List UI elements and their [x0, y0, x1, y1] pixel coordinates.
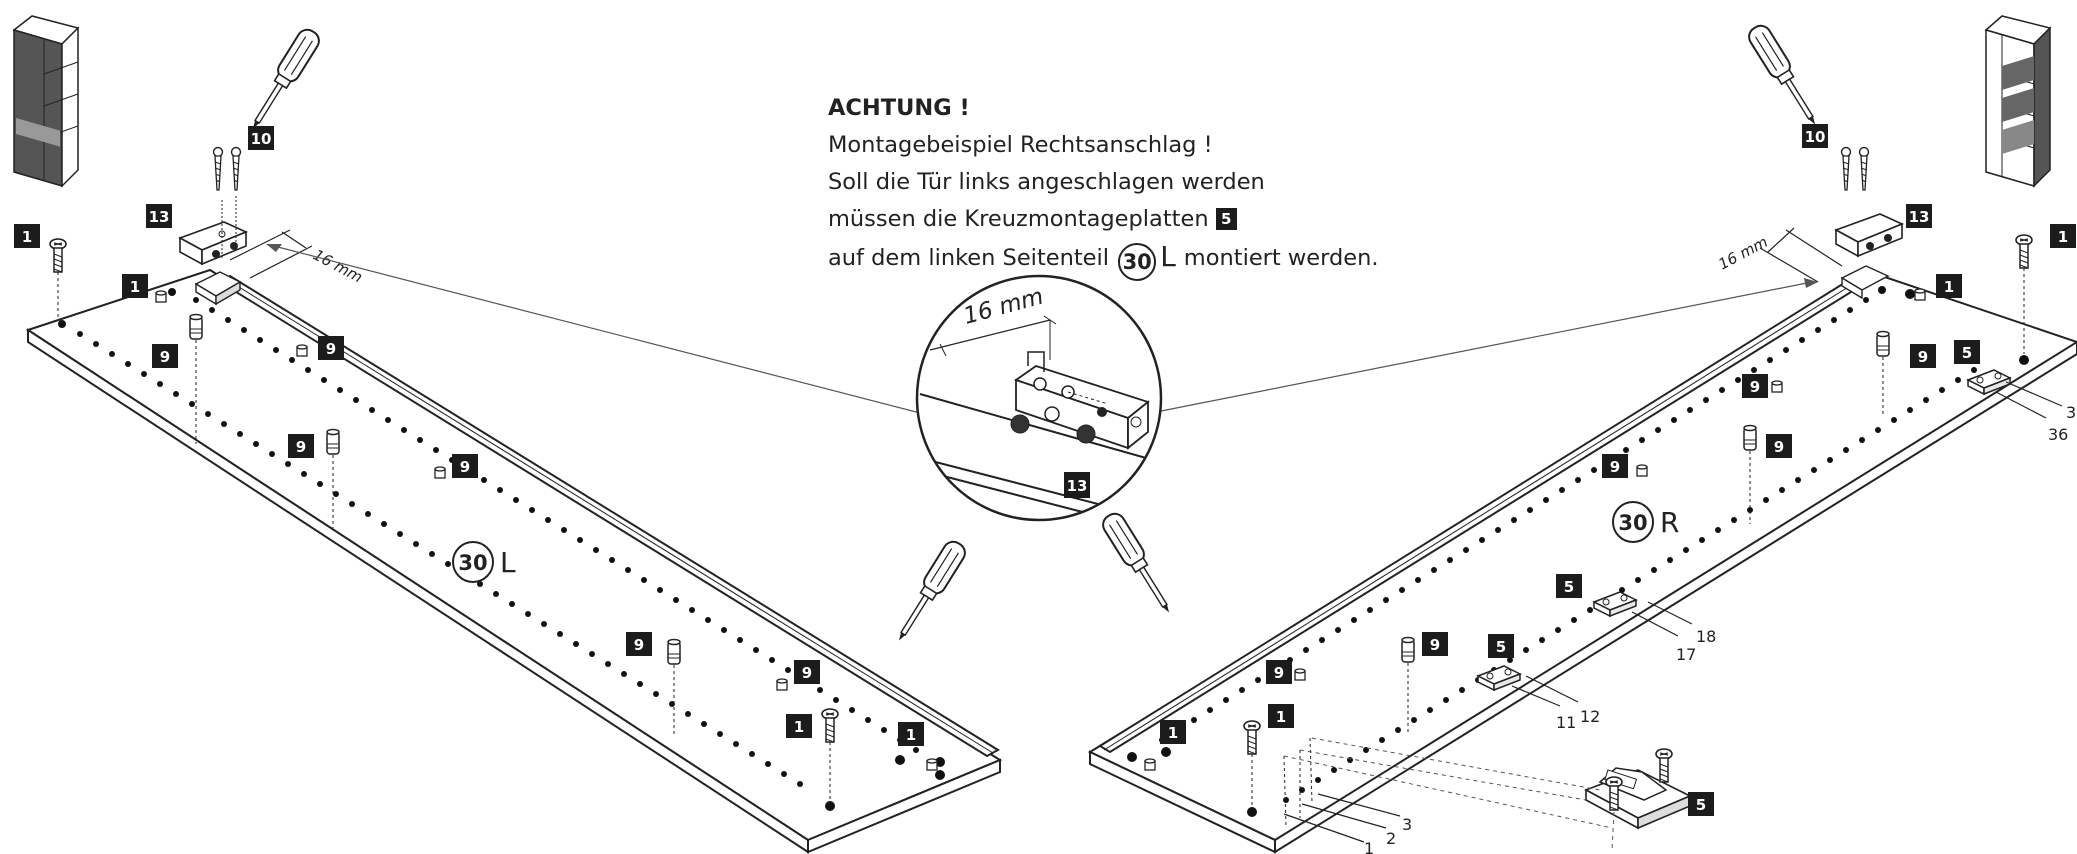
cabinet-icon-right — [1984, 15, 2052, 188]
svg-text:9: 9 — [802, 664, 812, 682]
detail-callout: 16 mm 13 — [266, 244, 1818, 522]
exploded-hinge — [1283, 737, 1692, 851]
note-line-2: Soll die Tür links angeschlagen werden — [828, 169, 1265, 195]
svg-text:1: 1 — [1364, 839, 1374, 854]
svg-text:9: 9 — [1774, 438, 1784, 456]
svg-text:9: 9 — [326, 340, 336, 358]
svg-text:1: 1 — [1276, 708, 1286, 726]
svg-text:9: 9 — [1430, 636, 1440, 654]
hole-number-labels: 1 2 3 11 12 17 18 36 3 — [1283, 381, 2076, 854]
svg-text:1: 1 — [794, 718, 804, 736]
svg-text:30: 30 — [1618, 511, 1647, 535]
svg-text:13: 13 — [1909, 208, 1930, 226]
svg-text:9: 9 — [1750, 378, 1760, 396]
svg-text:36: 36 — [2048, 425, 2068, 444]
svg-text:1: 1 — [1168, 724, 1178, 742]
cabinet-icon-left — [12, 15, 80, 188]
note-part-circle: 30 — [1118, 243, 1157, 281]
left-dimension-label: 16 mm — [310, 246, 365, 287]
note-line-4-pre: auf dem linken Seitenteil — [828, 245, 1110, 271]
svg-text:1: 1 — [906, 726, 916, 744]
svg-text:2: 2 — [1386, 829, 1396, 848]
note-title: ACHTUNG ! — [828, 95, 970, 121]
note-line-4-post: montiert werden. — [1183, 245, 1379, 271]
right-side-panel: 16 mm — [1087, 15, 2077, 854]
left-side-panel: 16 mm — [12, 15, 1003, 854]
svg-text:10: 10 — [251, 130, 272, 148]
svg-text:5: 5 — [1564, 578, 1574, 596]
right-part-label: 30 R — [1612, 501, 1679, 543]
bracket-13-right — [1834, 213, 1905, 258]
note-part-badge: 5 — [1215, 208, 1237, 230]
svg-text:11: 11 — [1556, 713, 1576, 732]
svg-text:18: 18 — [1696, 627, 1716, 646]
svg-text:30: 30 — [458, 551, 487, 575]
detail-part-badge: 13 — [1067, 477, 1088, 495]
svg-text:10: 10 — [1805, 128, 1826, 146]
svg-text:9: 9 — [1918, 348, 1928, 366]
svg-text:3: 3 — [2066, 403, 2076, 422]
svg-text:9: 9 — [296, 438, 306, 456]
bracket-on-left-panel — [194, 271, 242, 306]
left-part-badges: 10 13 1 1 9 9 9 9 9 9 1 1 — [14, 126, 924, 746]
svg-text:9: 9 — [160, 348, 170, 366]
svg-text:L: L — [500, 546, 516, 579]
svg-text:5: 5 — [1962, 344, 1972, 362]
svg-text:1: 1 — [1944, 278, 1954, 296]
note-side-label: L — [1160, 240, 1176, 273]
svg-text:R: R — [1660, 506, 1679, 539]
svg-text:9: 9 — [460, 458, 470, 476]
bracket-13-left — [178, 196, 249, 266]
svg-text:12: 12 — [1580, 707, 1600, 726]
svg-text:5: 5 — [1696, 796, 1706, 814]
svg-text:1: 1 — [22, 228, 32, 246]
note-line-3: müssen die Kreuzmontageplatten 5 — [828, 201, 1379, 238]
svg-text:17: 17 — [1676, 645, 1696, 664]
svg-text:3: 3 — [1402, 815, 1412, 834]
svg-text:1: 1 — [2058, 228, 2068, 246]
svg-text:9: 9 — [1274, 664, 1284, 682]
bracket-on-right-panel — [1840, 265, 1890, 300]
svg-text:9: 9 — [634, 636, 644, 654]
right-part-badges: 10 13 1 1 5 9 9 9 9 5 5 9 9 1 1 5 — [1160, 124, 2076, 816]
svg-text:13: 13 — [149, 208, 170, 226]
left-part-label: 30 L — [452, 541, 516, 583]
svg-text:5: 5 — [1496, 638, 1506, 656]
svg-text:1: 1 — [130, 278, 140, 296]
svg-text:9: 9 — [1610, 458, 1620, 476]
note-line-1: Montagebeispiel Rechtsanschlag ! — [828, 132, 1213, 158]
right-dimension-label: 16 mm — [1715, 233, 1770, 274]
note-line-3-text: müssen die Kreuzmontageplatten — [828, 206, 1209, 232]
warning-note: ACHTUNG ! Montagebeispiel Rechtsanschlag… — [828, 90, 1379, 281]
